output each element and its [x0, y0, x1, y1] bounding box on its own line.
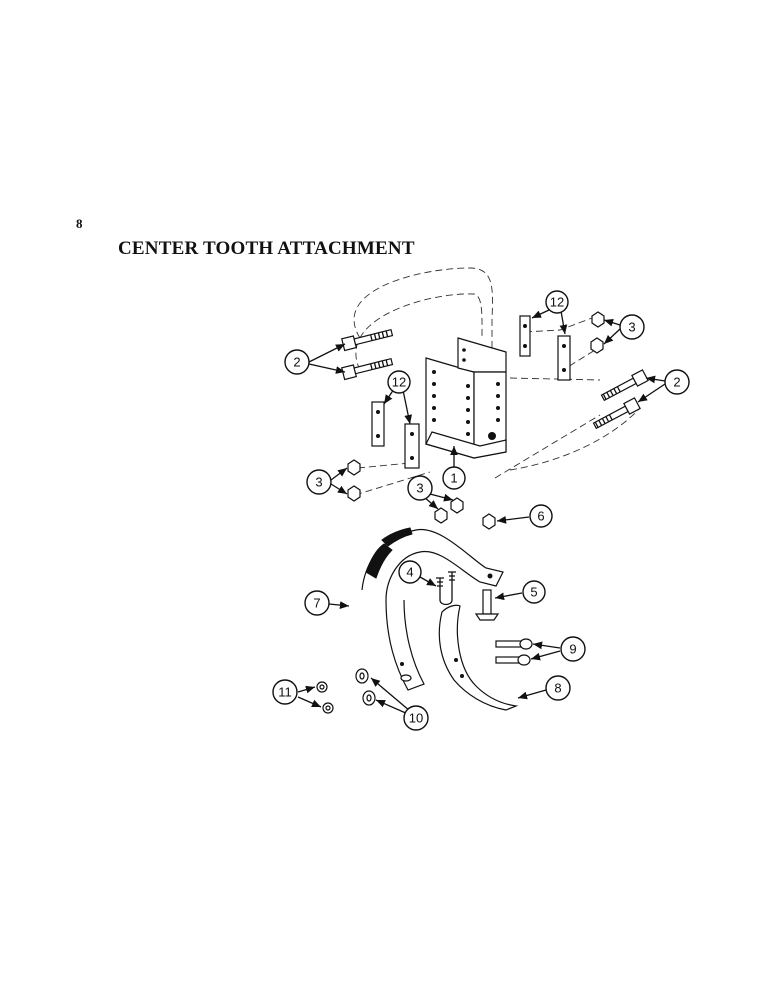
svg-text:8: 8	[554, 681, 561, 696]
point-part-8	[438, 604, 519, 711]
hex-nuts	[316, 311, 605, 714]
callout-8: 8	[545, 675, 571, 701]
svg-text:12: 12	[550, 295, 564, 310]
bolts-part-9	[495, 638, 533, 666]
svg-text:5: 5	[530, 585, 537, 600]
svg-text:12: 12	[392, 375, 406, 390]
callout-7: 7	[304, 590, 330, 616]
bolts-2	[341, 328, 649, 430]
svg-text:2: 2	[673, 375, 680, 390]
page-number: 8	[76, 216, 83, 231]
callout-9: 9	[560, 636, 586, 662]
bracket-part-1	[425, 337, 507, 459]
callout-2-right: 2	[664, 369, 690, 395]
callout-3-left: 3	[306, 469, 332, 495]
callout-3-upper-right: 3	[619, 314, 645, 340]
callout-12-left: 12	[387, 370, 411, 394]
callout-6: 6	[529, 504, 553, 528]
svg-text:11: 11	[278, 685, 292, 700]
page-title: CENTER TOOTH ATTACHMENT	[118, 238, 415, 259]
spacer-plates-12	[371, 315, 571, 469]
svg-text:3: 3	[315, 475, 322, 490]
svg-text:4: 4	[406, 565, 413, 580]
svg-text:3: 3	[416, 481, 423, 496]
callout-4: 4	[398, 560, 422, 584]
callout-12-right: 12	[545, 290, 569, 314]
svg-text:10: 10	[409, 711, 423, 726]
u-bolt-part-4	[436, 571, 456, 606]
callout-10: 10	[403, 705, 429, 731]
svg-text:9: 9	[569, 642, 576, 657]
svg-text:7: 7	[313, 596, 320, 611]
callout-11: 11	[272, 679, 298, 705]
svg-text:2: 2	[293, 355, 300, 370]
callout-1: 1	[442, 466, 466, 490]
washers-part-10	[355, 668, 376, 706]
callout-5: 5	[522, 580, 546, 604]
shank-part-7	[361, 527, 504, 691]
callout-3-center: 3	[407, 475, 433, 501]
svg-text:1: 1	[450, 471, 457, 486]
svg-text:6: 6	[537, 509, 544, 524]
callout-2-left: 2	[284, 349, 310, 375]
svg-text:3: 3	[628, 320, 635, 335]
plow-bolt-part-5	[474, 589, 500, 621]
